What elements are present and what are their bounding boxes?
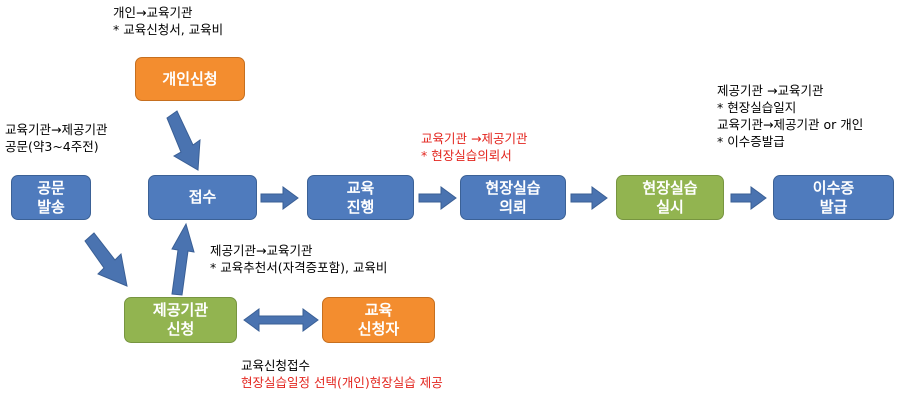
note-center: 제공기관→교육기관 * 교육추천서(자격증포함), 교육비 bbox=[210, 242, 387, 276]
arrow-jegong-sincheongja-double bbox=[243, 308, 319, 332]
note-line: * 교육신청서, 교육비 bbox=[113, 22, 224, 37]
box-hyeonjang-silsi: 현장실습 실시 bbox=[616, 175, 724, 220]
box-jegonggigwan-sincheong: 제공기관 신청 bbox=[124, 297, 237, 343]
box-gyoyuk-jinhaeng: 교육 진행 bbox=[307, 175, 414, 220]
box-label: 접수 bbox=[188, 188, 217, 206]
note-line: * 현장실습일지 bbox=[717, 100, 797, 115]
box-label: 공문 bbox=[37, 178, 65, 197]
box-label: 현장실습 bbox=[485, 178, 541, 197]
box-label: 교육 bbox=[364, 301, 393, 319]
note-line: 공문(약3~4주전) bbox=[5, 139, 99, 154]
note-top: 개인→교육기관 * 교육신청서, 교육비 bbox=[113, 4, 223, 38]
note-line: 교육기관 →제공기관 bbox=[421, 131, 528, 146]
box-label: 신청 bbox=[166, 320, 195, 338]
box-label: 의뢰 bbox=[499, 197, 527, 216]
note-line: 현장실습일정 선택(개인)현장실습 제공 bbox=[241, 375, 443, 390]
box-label: 발급 bbox=[819, 197, 848, 216]
arrow-jegong-to-jeopsu bbox=[171, 222, 195, 296]
box-label: 발송 bbox=[37, 197, 65, 216]
note-line: 교육신청접수 bbox=[241, 358, 311, 373]
arrow-gaein-to-jeopsu bbox=[166, 110, 201, 171]
box-label: 현장실습 bbox=[642, 178, 698, 197]
note-middle-red: 교육기관 →제공기관 * 현장실습의뢰서 bbox=[421, 130, 527, 164]
note-line: * 교육추천서(자격증포함), 교육비 bbox=[210, 260, 388, 275]
box-label: 진행 bbox=[346, 197, 375, 216]
arrow-gongmun-to-jegong bbox=[84, 232, 128, 287]
box-isujeung-balgeup: 이수증 발급 bbox=[773, 175, 894, 220]
box-gongmun-balsong: 공문 발송 bbox=[11, 175, 91, 220]
box-label: 개인신청 bbox=[162, 69, 218, 88]
arrow-uiroe-to-silsi bbox=[570, 186, 608, 210]
box-gaein-sincheong: 개인신청 bbox=[135, 57, 245, 101]
box-label: 제공기관 bbox=[152, 301, 209, 319]
note-left: 교육기관→제공기관 공문(약3~4주전) bbox=[5, 121, 107, 155]
note-line: * 이수증발급 bbox=[717, 134, 785, 149]
box-jeopsu: 접수 bbox=[148, 175, 257, 220]
box-label: 이수증 bbox=[812, 178, 855, 197]
box-gyoyuk-sincheongja: 교육 신청자 bbox=[322, 297, 435, 343]
arrow-jeopsu-to-gyoyuk bbox=[260, 186, 299, 210]
note-right: 제공기관 →교육기관 * 현장실습일지 교육기관→제공기관 or 개인 * 이수… bbox=[717, 82, 863, 150]
note-bottom: 교육신청접수 현장실습일정 선택(개인)현장실습 제공 bbox=[241, 357, 443, 391]
note-line: 교육기관→제공기관 or 개인 bbox=[717, 117, 864, 132]
note-line: 제공기관→교육기관 bbox=[210, 243, 313, 258]
box-label: 실시 bbox=[656, 197, 684, 216]
arrow-gyoyuk-to-uiroe bbox=[418, 186, 457, 210]
note-line: 개인→교육기관 bbox=[113, 5, 193, 20]
note-line: * 현장실습의뢰서 bbox=[421, 148, 512, 163]
arrow-silsi-to-isujeung bbox=[730, 186, 767, 210]
box-hyeonjang-uiroe: 현장실습 의뢰 bbox=[460, 175, 566, 220]
box-label: 교육 bbox=[346, 178, 375, 197]
box-label: 신청자 bbox=[357, 320, 400, 338]
note-line: 교육기관→제공기관 bbox=[5, 122, 108, 137]
note-line: 제공기관 →교육기관 bbox=[717, 83, 824, 98]
